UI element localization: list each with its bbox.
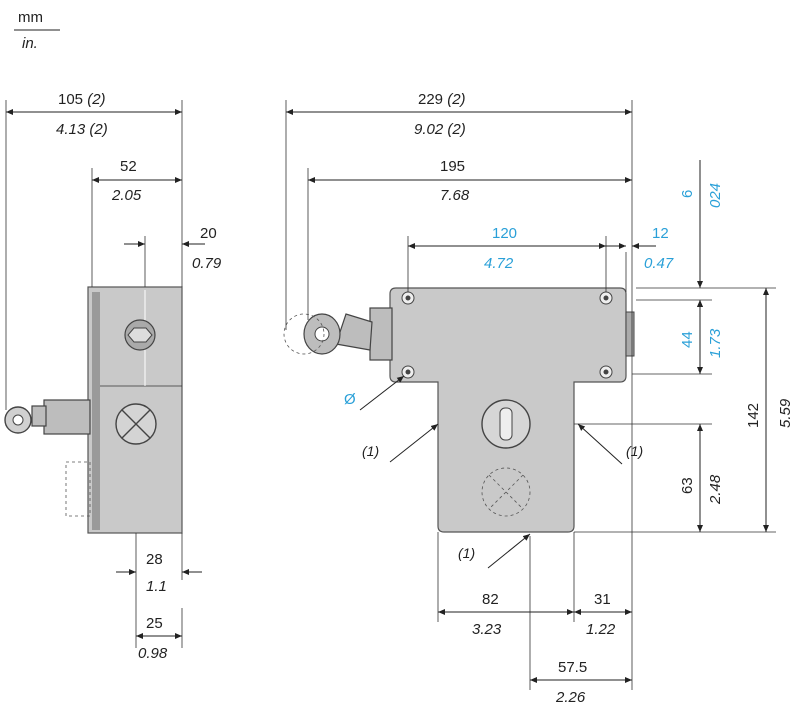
dim-44-in: 1.73 [707,328,724,358]
dim-195-mm: 195 [440,158,465,175]
dim-229-mm: 229 [418,91,443,108]
note-1-right: (1) [626,443,643,459]
note-1-bottom: (1) [458,545,475,561]
dim-25-in: 0.98 [138,645,168,662]
dim-52-in: 2.05 [111,187,142,204]
dim-82-mm: 82 [482,591,499,608]
front-actuator-housing [369,307,393,361]
dim-6-mm: 6 [679,190,696,198]
front-indicator-dashed [481,467,531,517]
dim-105-in-note: (2) [89,121,107,138]
dim-229-note: (2) [447,91,465,108]
unit-mm-label: mm [18,9,43,26]
diameter-leader [359,375,405,411]
dim-105-mm: 105 [58,91,83,108]
dim-52-mm: 52 [120,158,137,175]
side-actuator-housing [43,399,91,435]
dim-6-in: 024 [707,183,724,208]
hex-icon [127,327,153,343]
slot-icon [499,407,513,441]
dim-575-mm: 57.5 [558,659,587,676]
dim-105-note: (2) [87,91,105,108]
note-1-leader-right [577,423,623,465]
dim-120-mm: 120 [492,225,517,242]
front-side-tab [625,311,635,357]
dim-105-in: 4.13 [56,121,86,138]
dim-12-in: 0.47 [644,255,674,272]
dim-63-in: 2.48 [707,474,724,505]
side-view: 105 (2) 4.13 (2) 52 2.05 20 0.79 28 1.1 … [4,91,222,662]
dim-63-mm: 63 [679,477,696,494]
dim-82-in: 3.23 [472,621,502,638]
dim-28-mm: 28 [146,551,163,568]
dim-229-in-note: (2) [447,121,465,138]
screw-icon [401,291,613,379]
dim-25-mm: 25 [146,615,163,632]
dim-28-in: 1.1 [146,578,167,595]
dim-20-in: 0.79 [192,255,222,272]
svg-text:4.13 (2): 4.13 (2) [56,121,108,138]
front-ring-dashed [283,313,325,355]
dim-575-in: 2.26 [555,689,586,706]
dim-20-mm: 20 [200,225,217,242]
svg-text:105 (2): 105 (2) [58,91,106,108]
dim-195-in: 7.68 [440,187,470,204]
note-1-leader-left [389,423,439,463]
front-view: 229 (2) 9.02 (2) 195 7.68 120 4.72 12 0.… [283,91,794,706]
side-view-flange [92,292,100,530]
dim-31-in: 1.22 [586,621,616,638]
side-cable-gland-dashed [65,461,91,517]
note-1-left: (1) [362,443,379,459]
dim-229-in: 9.02 [414,121,444,138]
dim-120-in: 4.72 [484,255,514,272]
unit-legend: mm in. [14,9,60,52]
dim-142-in: 5.59 [777,398,794,428]
dim-142-mm: 142 [745,403,762,428]
pull-ring-icon [314,326,330,342]
unit-in-label: in. [22,35,38,52]
dim-31-mm: 31 [594,591,611,608]
dim-12-mm: 12 [652,225,669,242]
note-1-leader-bottom [487,533,531,569]
svg-text:9.02 (2): 9.02 (2) [414,121,466,138]
dim-44-mm: 44 [679,331,696,348]
diameter-symbol: Ø [344,391,356,408]
svg-text:229 (2): 229 (2) [418,91,466,108]
